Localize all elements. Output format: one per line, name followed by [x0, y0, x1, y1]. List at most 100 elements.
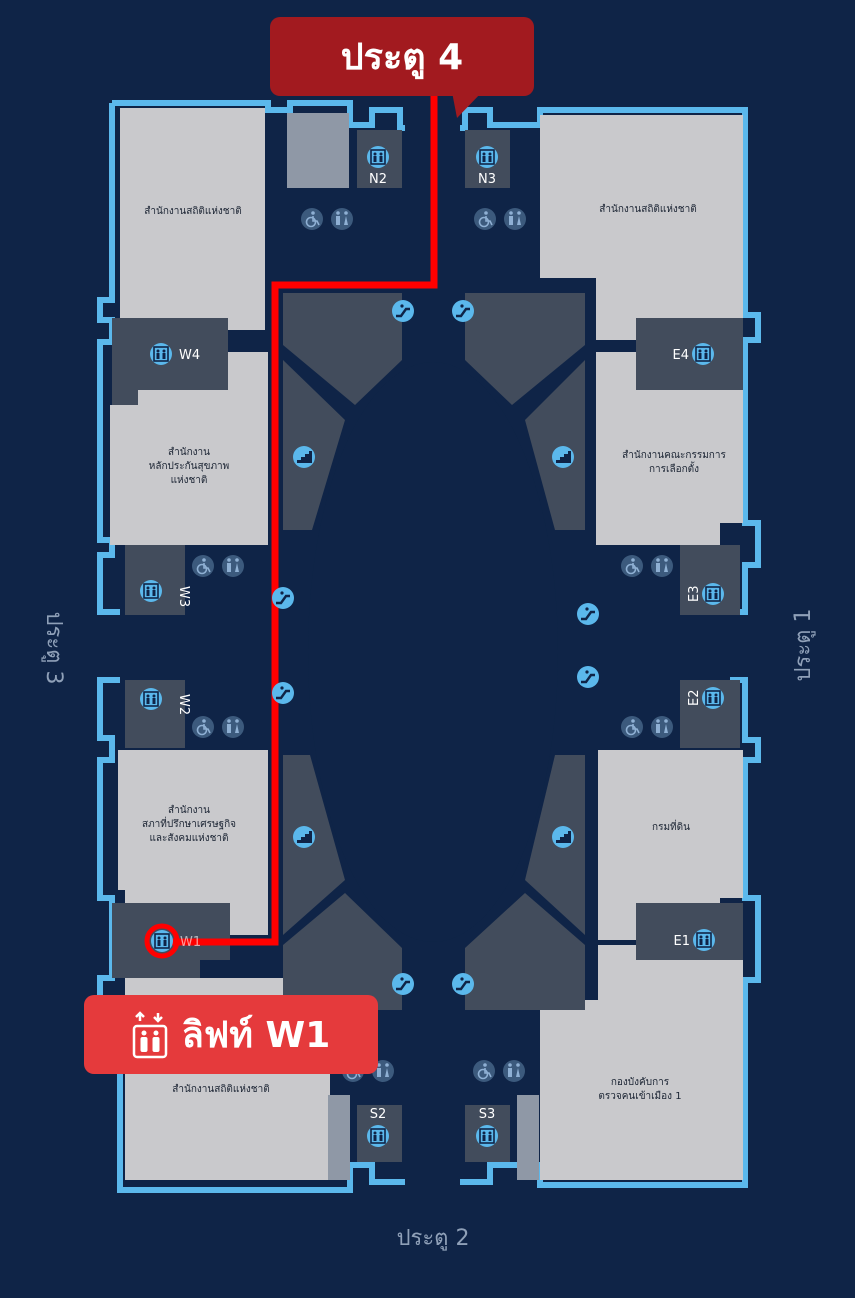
- elevator-e1[interactable]: E1: [674, 928, 716, 952]
- elevator-w1[interactable]: W1: [144, 923, 201, 959]
- elevator-label-s2: S2: [370, 1107, 387, 1122]
- elevator-label-n3: N3: [478, 172, 496, 187]
- office-w-upper: [110, 352, 268, 545]
- restroom-icon: [503, 1060, 525, 1082]
- wheelchair-icon: [472, 1059, 496, 1083]
- gate-label-right: ประตู 1: [791, 609, 816, 682]
- office-e-lower: [598, 750, 743, 940]
- office-e-upper: [596, 352, 743, 545]
- destination-banner: ลิฟท์ W1: [84, 995, 378, 1074]
- escalator-icon: [270, 585, 296, 611]
- elevator-icon: [475, 145, 499, 169]
- office-label-w-upper-2: หลักประกันสุขภาพ: [149, 461, 230, 472]
- restroom-icon: [222, 716, 244, 738]
- elevator-w3[interactable]: W3: [139, 579, 191, 607]
- destination-banner-label: ลิฟท์ W1: [181, 1015, 331, 1056]
- office-label-e-upper-2: การเลือกตั้ง: [649, 461, 699, 475]
- office-label-e-upper-1: สำนักงานคณะกรรมการ: [622, 450, 726, 461]
- office-ne-top: [540, 115, 743, 340]
- restroom-icon: [651, 555, 673, 577]
- wheelchair-icon: [191, 715, 215, 739]
- elevator-label-e3: E3: [687, 586, 702, 603]
- restroom-icon: [651, 716, 673, 738]
- elevator-e3[interactable]: E3: [687, 582, 725, 606]
- escalator-icon: [575, 601, 601, 627]
- elevator-icon: [150, 929, 174, 953]
- escalator-icon: [390, 298, 416, 324]
- gate4-banner-pointer: [452, 92, 482, 118]
- office-label-w-lower-3: และสังคมแห่งชาติ: [149, 833, 228, 844]
- building-outline: [97, 100, 761, 1193]
- office-se-bottom: [540, 945, 743, 1180]
- office-label-w-lower-2: สภาที่ปรึกษาเศรษฐกิจ: [142, 816, 236, 830]
- stairs-icon: [293, 826, 315, 848]
- elevator-label-e4: E4: [673, 348, 690, 363]
- elevator-w2[interactable]: W2: [139, 687, 191, 715]
- elevator-label-e1: E1: [674, 934, 691, 949]
- wheelchair-icon: [620, 554, 644, 578]
- wheelchair-icon: [620, 715, 644, 739]
- office-label-e-lower: กรมที่ดิน: [652, 819, 690, 833]
- elevator-icon: [132, 1010, 167, 1058]
- elevator-e2[interactable]: E2: [687, 686, 725, 710]
- restroom-icon: [504, 208, 526, 230]
- gate4-banner-label: ประตู 4: [340, 37, 464, 78]
- route-path: [162, 92, 438, 946]
- stairs-icon: [552, 446, 574, 468]
- office-nw-top: [120, 108, 265, 330]
- office-label-se-bottom-1: กองบังคับการ: [611, 1077, 670, 1088]
- gate4-banner: ประตู 4: [270, 17, 534, 96]
- gate-label-bottom: ประตู 2: [397, 1226, 470, 1251]
- escalator-icon: [450, 971, 476, 997]
- elevator-n3[interactable]: N3: [475, 145, 499, 187]
- elevator-label-e2: E2: [687, 690, 702, 707]
- stairs-icon: [552, 826, 574, 848]
- elevator-icon: [691, 342, 715, 366]
- office-label-w-upper-1: สำนักงาน: [168, 447, 210, 458]
- elevator-label-w4: W4: [179, 348, 200, 363]
- elevator-label-w1: W1: [180, 935, 201, 950]
- elevator-label-w2: W2: [176, 694, 191, 715]
- elevator-label-n2: N2: [369, 172, 387, 187]
- office-label-nw-top: สำนักงานสถิติแห่งชาติ: [144, 206, 241, 217]
- elevator-icon: [149, 342, 173, 366]
- offices: [110, 108, 743, 1180]
- gate-label-left: ประตู 3: [41, 612, 66, 685]
- elevator-icon: [366, 1124, 390, 1148]
- office-label-ne-top: สำนักงานสถิติแห่งชาติ: [599, 204, 696, 215]
- office-label-sw-bottom: สำนักงานสถิติแห่งชาติ: [172, 1084, 269, 1095]
- elevator-icon: [139, 579, 163, 603]
- elevator-icon: [701, 686, 725, 710]
- elevator-n2[interactable]: N2: [366, 145, 390, 187]
- wheelchair-icon: [191, 554, 215, 578]
- stairs-icon: [293, 446, 315, 468]
- office-n2-block: [287, 113, 349, 188]
- wheelchair-icon: [300, 207, 324, 231]
- escalator-icon: [270, 680, 296, 706]
- office-label-se-bottom-2: ตรวจคนเข้าเมือง 1: [598, 1090, 681, 1102]
- elevator-icon: [692, 928, 716, 952]
- office-label-w-lower-1: สำนักงาน: [168, 805, 210, 816]
- escalator-icon: [450, 298, 476, 324]
- elevator-label-w3: W3: [176, 586, 191, 607]
- restroom-icon: [331, 208, 353, 230]
- escalator-icon: [575, 664, 601, 690]
- escalator-icon: [390, 971, 416, 997]
- restroom-icon: [222, 555, 244, 577]
- elevator-label-s3: S3: [479, 1107, 496, 1122]
- office-w-lower: [118, 750, 268, 935]
- elevator-s2[interactable]: S2: [366, 1107, 390, 1148]
- elevator-icon: [139, 687, 163, 711]
- atrium-segments: [283, 293, 585, 1010]
- elevator-s3[interactable]: S3: [475, 1107, 499, 1148]
- office-label-w-upper-3: แห่งชาติ: [171, 475, 208, 486]
- wheelchair-icon: [473, 207, 497, 231]
- service-blocks: [112, 130, 743, 1180]
- elevator-e4[interactable]: E4: [673, 342, 715, 366]
- elevator-w4[interactable]: W4: [149, 342, 200, 366]
- elevator-icon: [366, 145, 390, 169]
- atrium-void: [308, 362, 558, 942]
- elevator-icon: [701, 582, 725, 606]
- elevator-icon: [475, 1124, 499, 1148]
